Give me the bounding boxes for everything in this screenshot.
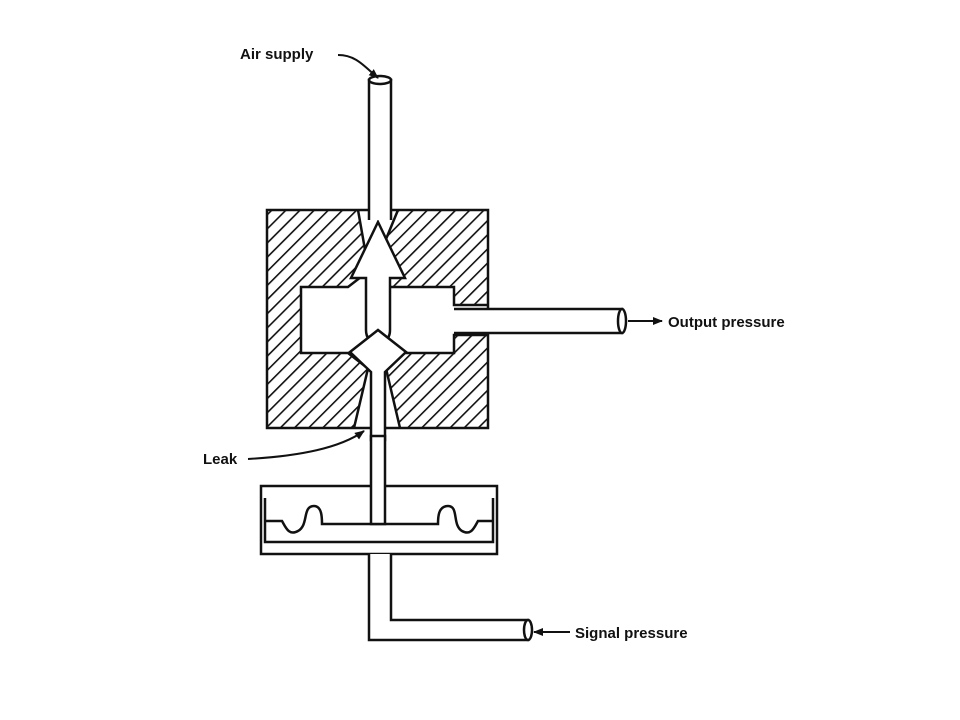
- air-supply-pipe-end: [367, 74, 393, 86]
- valve-stem: [369, 434, 387, 526]
- signal-pressure-pipe-end: [522, 618, 534, 642]
- leak-leader: [247, 430, 365, 460]
- output-pressure-pipe: [454, 307, 624, 335]
- air-supply-label: Air supply: [240, 46, 314, 63]
- leak-label: Leak: [203, 451, 238, 468]
- air-supply-leader: [337, 54, 379, 79]
- signal-pressure-label: Signal pressure: [575, 625, 688, 642]
- air-supply-pipe: [367, 78, 393, 220]
- output-pressure-pipe-end: [616, 307, 628, 335]
- signal-pressure-pipe: [367, 554, 530, 642]
- output-pressure-label: Output pressure: [668, 314, 785, 331]
